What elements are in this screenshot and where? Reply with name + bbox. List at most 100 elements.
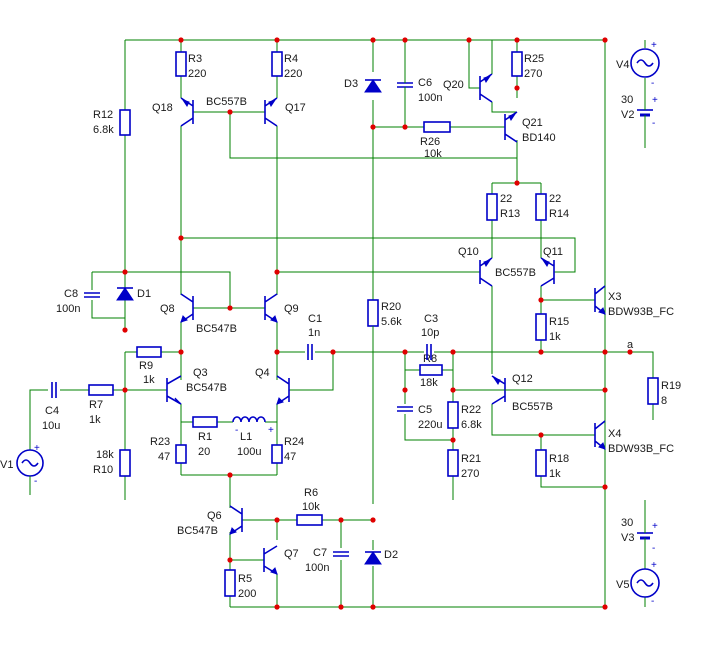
- q11-ref: Q11: [543, 246, 563, 258]
- r23-ref: R23: [150, 436, 170, 448]
- transistor-q3[interactable]: Q3 BC547B: [166, 367, 227, 405]
- r26-value: 10k: [424, 148, 442, 160]
- resistor-r6[interactable]: R6 10k: [296, 487, 323, 526]
- darlington-x4[interactable]: X4 BDW93B_FC: [594, 420, 674, 455]
- transistor-q9[interactable]: Q9: [264, 293, 299, 323]
- c7-ref: C7: [313, 547, 327, 559]
- capacitor-c6[interactable]: C6 100n: [397, 72, 442, 104]
- c1-value: 1n: [308, 327, 320, 339]
- resistor-r15[interactable]: R15 1k: [535, 313, 569, 343]
- v4-plus: +: [651, 40, 657, 51]
- transistor-q18[interactable]: Q18: [152, 97, 194, 127]
- v1-ref: V1: [0, 459, 13, 471]
- transistor-q7[interactable]: Q7: [263, 545, 299, 575]
- r14-value: 22: [549, 193, 561, 205]
- l1-minus: -: [235, 425, 238, 436]
- transistor-q8[interactable]: Q8: [160, 293, 194, 323]
- c1-ref: C1: [308, 313, 322, 325]
- capacitor-c7[interactable]: C7 100n: [305, 547, 349, 574]
- c7-value: 100n: [305, 562, 329, 574]
- r22-ref: R22: [461, 404, 481, 416]
- capacitor-c4[interactable]: C4 10u: [42, 382, 60, 432]
- r8-ref: R8: [423, 353, 437, 365]
- resistor-r19[interactable]: R19 8: [647, 377, 681, 407]
- l1-ref: L1: [240, 431, 252, 443]
- capacitor-c3[interactable]: C3 10p: [421, 313, 439, 360]
- resistor-r12[interactable]: R12 6.8k: [93, 109, 131, 136]
- transistor-q21[interactable]: Q21 BD140: [504, 111, 556, 144]
- transistor-q4[interactable]: Q4: [255, 367, 290, 405]
- r19-value: 8: [661, 395, 667, 407]
- c5-value: 220u: [418, 419, 442, 431]
- c3-value: 10p: [421, 327, 439, 339]
- v2-ref: V2: [621, 109, 634, 121]
- capacitor-c8[interactable]: C8 100n: [56, 288, 100, 315]
- resistor-r24[interactable]: R24 47: [284, 436, 304, 463]
- q12-value: BC557B: [512, 401, 553, 413]
- c3-ref: C3: [424, 313, 438, 325]
- q9-ref: Q9: [284, 303, 299, 315]
- v5-minus: -: [651, 596, 654, 607]
- q8-q9-model: BC547B: [196, 323, 237, 335]
- v4-ref: V4: [616, 59, 629, 71]
- resistor-r14[interactable]: 22 R14: [535, 193, 569, 221]
- inductor-l1[interactable]: L1 100u - +: [232, 416, 274, 458]
- resistor-r4[interactable]: R4 220: [271, 51, 302, 80]
- diode-d2[interactable]: D2: [364, 549, 398, 565]
- source-v1[interactable]: V1 + -: [0, 443, 44, 495]
- r7-value: 1k: [89, 414, 101, 426]
- resistor-r5[interactable]: R5 200: [224, 569, 256, 600]
- resistor-r23[interactable]: R23 47: [150, 436, 170, 463]
- resistor-r3[interactable]: R3 220: [175, 51, 206, 80]
- transistor-q10[interactable]: Q10: [458, 246, 493, 287]
- v2-minus: -: [652, 118, 655, 129]
- resistor-r13[interactable]: 22 R13: [486, 193, 520, 221]
- v2-plus: +: [652, 95, 658, 106]
- c8-ref: C8: [64, 288, 78, 300]
- r13-ref: R13: [500, 208, 520, 220]
- diode-d1[interactable]: D1: [116, 287, 151, 301]
- r9-value: 1k: [143, 374, 155, 386]
- transistor-q17[interactable]: Q17: [264, 97, 306, 127]
- r21-value: 270: [461, 468, 479, 480]
- source-v4[interactable]: V4 + -: [616, 40, 660, 89]
- c4-ref: C4: [45, 405, 59, 417]
- r10-ref: R10: [93, 464, 113, 476]
- resistor-r8[interactable]: R8 18k: [419, 353, 443, 389]
- r1-ref: R1: [198, 431, 212, 443]
- resistor-r7[interactable]: R7 1k: [88, 384, 114, 426]
- resistor-r18[interactable]: R18 1k: [535, 449, 569, 480]
- q3-value: BC547B: [186, 382, 227, 394]
- q21-ref: Q21: [522, 117, 543, 129]
- transistor-q6[interactable]: Q6 BC547B: [177, 505, 243, 537]
- capacitor-c5[interactable]: C5 220u: [397, 404, 442, 431]
- transistor-q12[interactable]: Q12 BC557B: [491, 373, 553, 413]
- v5-ref: V5: [616, 579, 629, 591]
- source-v5[interactable]: V5 + -: [616, 560, 660, 607]
- q17-ref: Q17: [285, 102, 306, 114]
- source-v2[interactable]: 30 V2 + -: [621, 94, 658, 129]
- source-v3[interactable]: 30 V3 + -: [621, 517, 658, 554]
- transistor-q20[interactable]: Q20: [443, 40, 493, 103]
- r15-value: 1k: [549, 331, 561, 343]
- transistor-q11[interactable]: Q11: [540, 246, 563, 287]
- x3-ref: X3: [608, 291, 621, 303]
- q3-ref: Q3: [193, 367, 208, 379]
- resistor-r22[interactable]: R22 6.8k: [447, 401, 482, 431]
- l1-value: 100u: [237, 446, 261, 458]
- resistor-r10[interactable]: 18k R10: [93, 449, 131, 477]
- c4-value: 10u: [42, 420, 60, 432]
- diode-d3[interactable]: D3: [344, 78, 382, 93]
- junctions: [122, 37, 633, 610]
- resistor-r26[interactable]: R26 10k: [420, 121, 451, 160]
- resistor-r21[interactable]: R21 270: [447, 449, 481, 480]
- resistor-r25[interactable]: R25 270: [511, 51, 544, 80]
- r24-ref: R24: [284, 436, 304, 448]
- v2-value: 30: [621, 94, 633, 106]
- darlington-x3[interactable]: X3 BDW93B_FC: [594, 285, 674, 318]
- resistor-r1[interactable]: R1 20: [192, 416, 218, 458]
- v1-plus: +: [34, 443, 40, 454]
- capacitor-c1[interactable]: C1 1n: [307, 313, 322, 360]
- resistor-r9[interactable]: R9 1k: [136, 346, 162, 386]
- resistor-r20[interactable]: R20 5.6k: [367, 299, 402, 504]
